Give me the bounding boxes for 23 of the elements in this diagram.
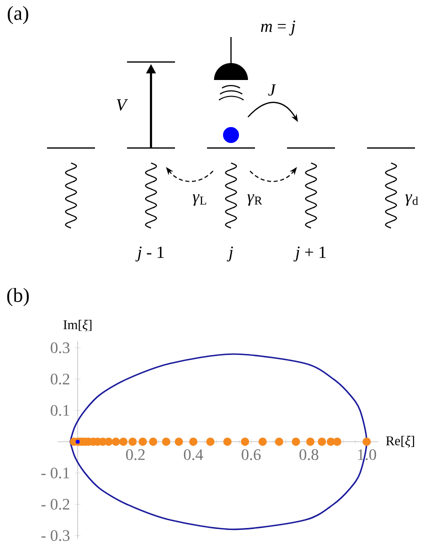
symbol-label: γ$_{d}$ [405, 194, 418, 206]
y-tick-label: 0.3 [50, 342, 70, 354]
site-label: j - 1 [135, 246, 164, 262]
symbol-label: γ$_{R}$ [247, 194, 262, 206]
x-tick-label: 0.4 [184, 449, 204, 460]
y-tick-label: - 0.3 [41, 530, 70, 542]
site-label: j [226, 246, 233, 262]
panel-label: (a) [8, 6, 28, 24]
x-tick-label: 0.6 [242, 449, 261, 460]
y-tick-label: 0.1 [50, 404, 70, 416]
symbol-label: V [116, 99, 128, 111]
y-tick-label: 0.2 [50, 374, 70, 385]
x-tick-label: 0.2 [126, 449, 145, 460]
y-tick-label: - 0.2 [41, 498, 70, 510]
symbol-label: m = j [261, 20, 296, 36]
symbol-label: γ$_{L}$ [192, 194, 206, 206]
y-axis-title: Im[ξ] [63, 320, 92, 332]
symbol-label: J [268, 84, 276, 96]
site-label: j + 1 [293, 246, 326, 262]
panel-label: (b) [7, 288, 29, 306]
x-tick-label: 0.8 [300, 449, 318, 460]
y-tick-label: - 0.1 [41, 468, 70, 478]
x-axis-title: Re[ξ] [386, 436, 414, 448]
